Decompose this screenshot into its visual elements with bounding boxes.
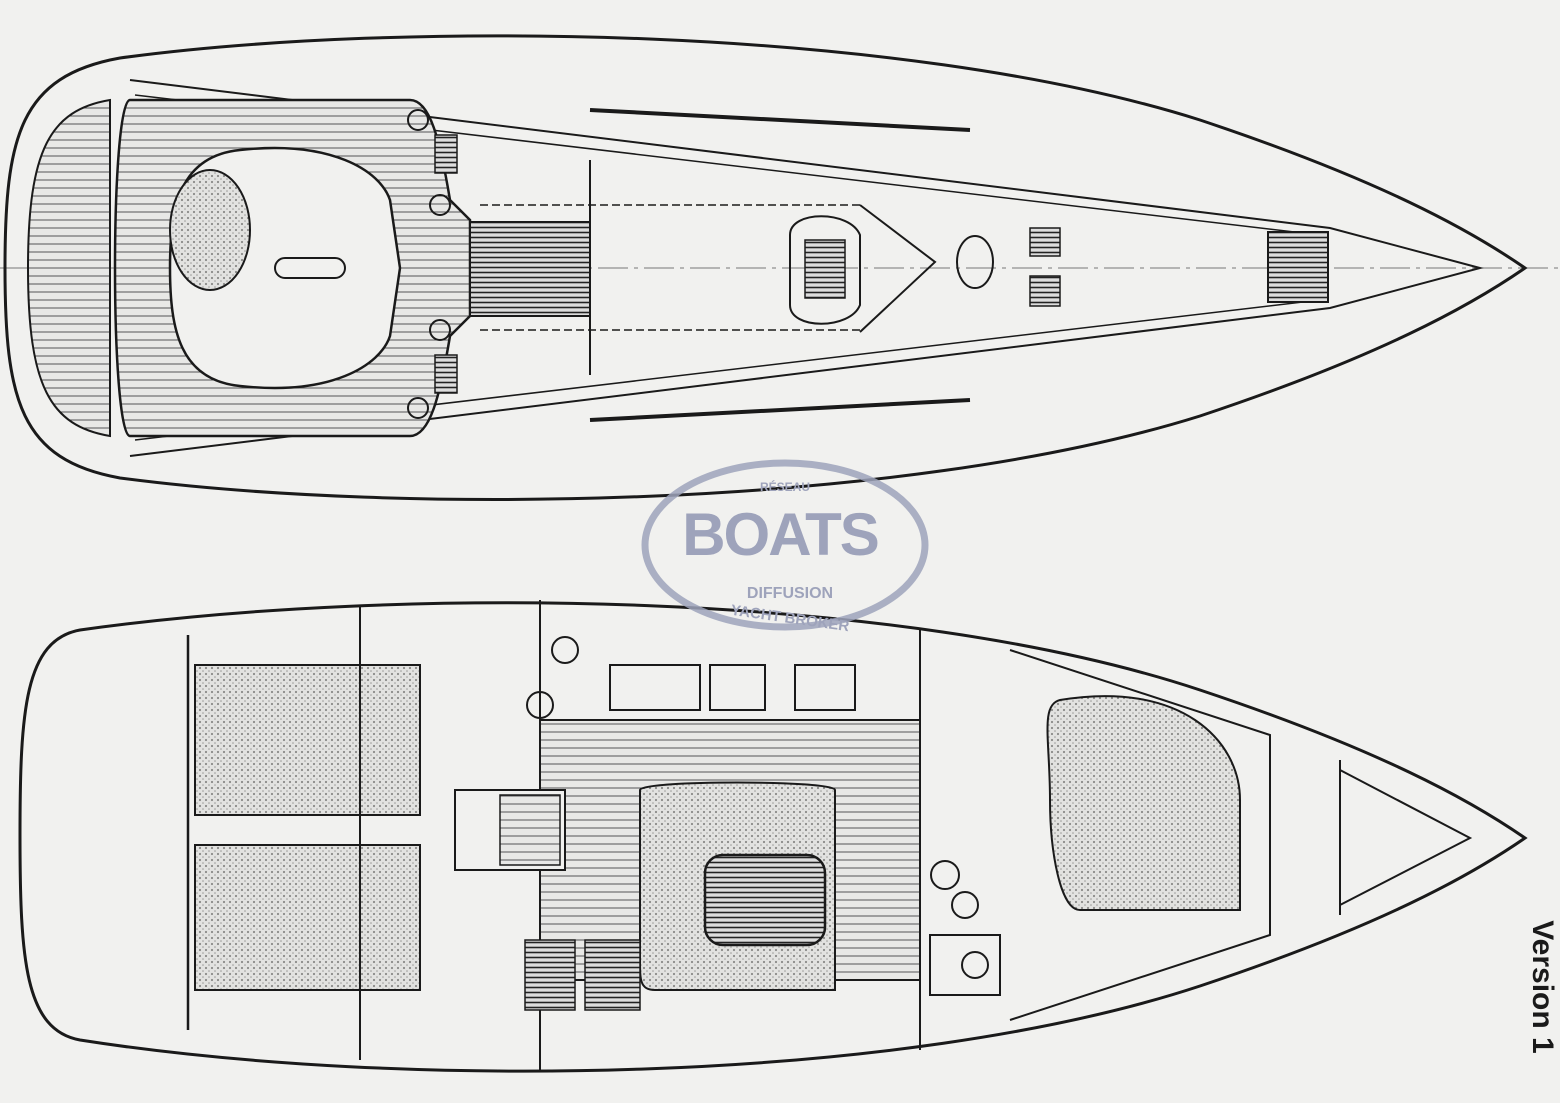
deck-plan: [3, 34, 1528, 501]
watermark-brand: BOATS: [682, 501, 880, 568]
hull-outline-deck: [3, 34, 1528, 501]
watermark-line1: DIFFUSION: [746, 585, 834, 602]
watermark-top: RÉSEAU: [759, 480, 810, 494]
version-label: Version 1: [1526, 920, 1559, 1054]
interior-plan: [18, 600, 1528, 1073]
